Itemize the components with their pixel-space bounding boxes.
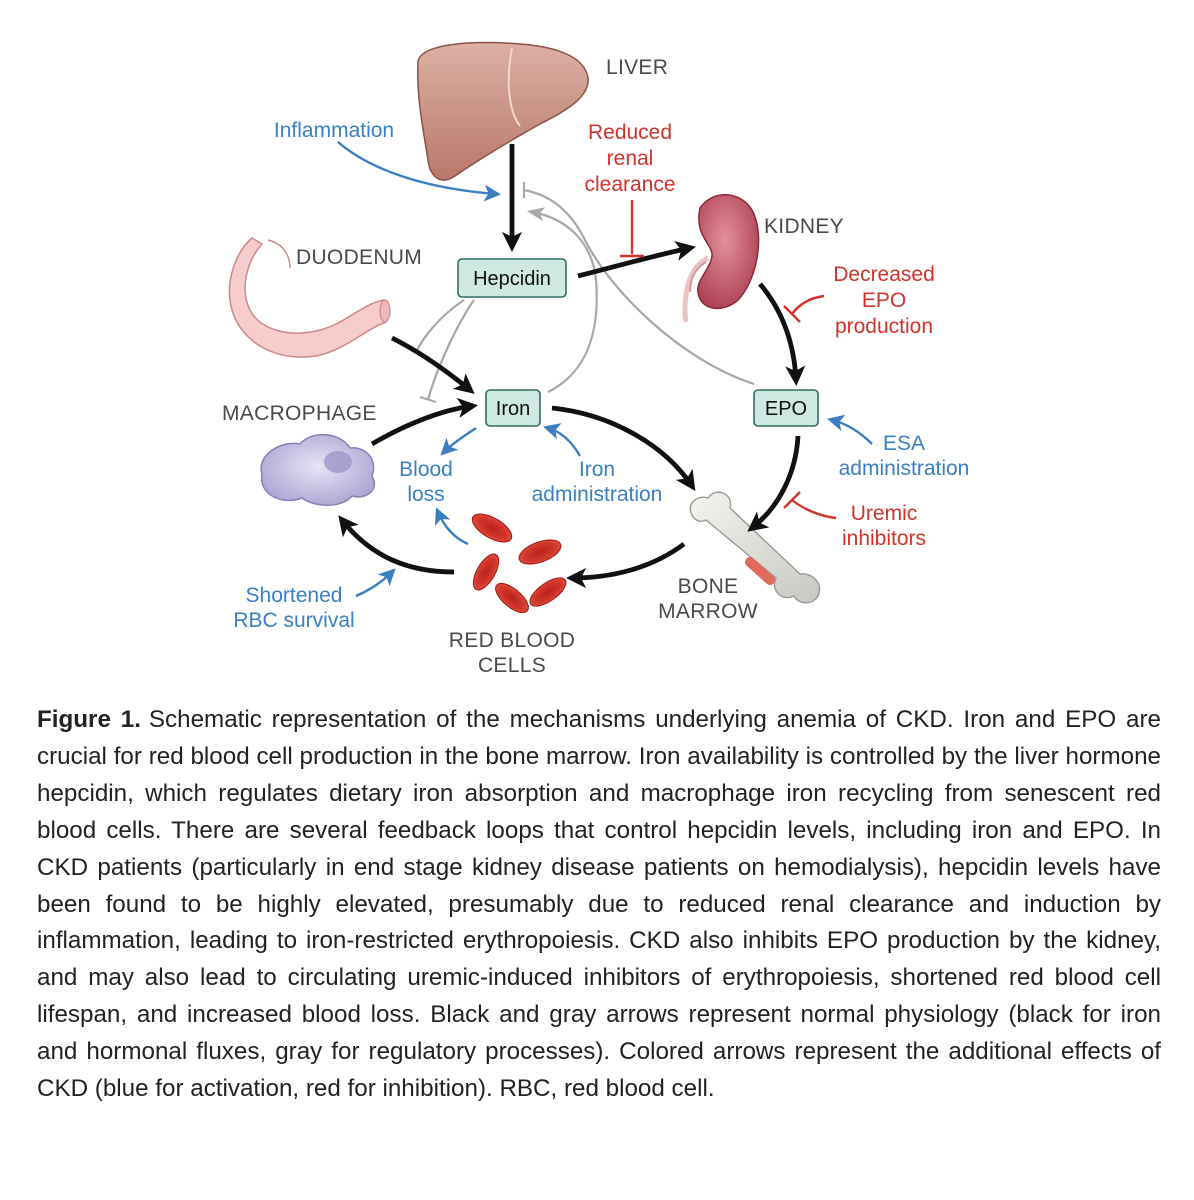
inflammation-label: Inflammation: [274, 119, 394, 142]
duodenum-to-iron-arrow: [390, 335, 475, 394]
epo-label: EPO: [765, 398, 807, 420]
bone-marrow-to-rbc-arrow: [565, 542, 686, 589]
reduced-clearance-label-line2: renal: [607, 147, 654, 170]
reduced-clearance-label-line1: Reduced: [588, 121, 672, 144]
decreased-epo-label-line3: production: [835, 315, 933, 338]
rbc-label-line2: CELLS: [478, 654, 546, 677]
inflammation-arrow: [337, 141, 502, 202]
duodenum-illustration: [228, 237, 391, 358]
decreased-epo-inhibition: [791, 294, 825, 315]
iron-box: Iron: [485, 389, 541, 427]
shortened-rbc-label-line1: Shortened: [246, 584, 343, 607]
iron-to-bone-marrow-arrow: [551, 405, 696, 492]
duodenum-label: DUODENUM: [296, 246, 422, 269]
kidney-label: KIDNEY: [764, 215, 844, 238]
bone-marrow-label-line2: MARROW: [658, 600, 758, 623]
iron-admin-label-line1: Iron: [579, 458, 615, 481]
epo-to-bone-marrow-arrow: [747, 435, 801, 532]
decreased-epo-label-line2: EPO: [862, 289, 906, 312]
epo-box: EPO: [753, 389, 819, 427]
caption-text: Schematic representation of the mechanis…: [37, 706, 1161, 1103]
iron-admin-label-line2: administration: [532, 483, 663, 506]
figure-caption: Figure 1.Schematic representation of the…: [37, 702, 1161, 1108]
anemia-ckd-diagram: Hepcidin Iron EPO LIVER KIDNEY DUODENUM …: [222, 41, 970, 677]
hepcidin-to-macrophage-inhibition: [426, 299, 475, 401]
macrophage-illustration: [260, 433, 375, 506]
bone-marrow-label-line1: BONE: [678, 575, 739, 598]
liver-illustration: [416, 41, 589, 181]
figure-number: Figure 1.: [37, 706, 141, 733]
hepcidin-to-duodenum-inhibition: [415, 299, 465, 353]
iron-label: Iron: [496, 398, 530, 420]
rbc-to-macrophage-arrow: [338, 515, 455, 575]
uremic-label-line2: inhibitors: [842, 527, 926, 550]
gray-regulatory-arrows: [408, 182, 755, 404]
bone-marrow-illustration: [689, 491, 821, 604]
red-inhibition-lines: [620, 200, 837, 520]
kidney-illustration: [682, 194, 760, 323]
reduced-clearance-label-line3: clearance: [584, 173, 675, 196]
red-blood-cells-illustration: [471, 513, 567, 614]
hepcidin-box: Hepcidin: [457, 258, 567, 298]
kidney-to-epo-arrow: [758, 282, 806, 387]
rbc-label-line1: RED BLOOD: [449, 629, 575, 652]
iron-administration-arrow: [543, 423, 582, 457]
shortened-rbc-label-line2: RBC survival: [233, 609, 354, 632]
uremic-inhibition: [791, 499, 837, 520]
macrophage-to-iron-arrow: [370, 397, 478, 447]
hepcidin-to-kidney-arrow: [577, 241, 696, 279]
decreased-epo-label-line1: Decreased: [833, 263, 935, 286]
blood-loss-arrow-from-rbc: [434, 507, 469, 546]
uremic-label-line1: Uremic: [851, 502, 918, 525]
macrophage-label: MACROPHAGE: [222, 402, 377, 425]
esa-label-line1: ESA: [883, 432, 925, 455]
blood-loss-arrow-from-iron: [440, 427, 477, 456]
esa-label-line2: administration: [839, 457, 970, 480]
shortened-rbc-arrow: [355, 568, 396, 598]
blood-loss-label-line1: Blood: [399, 458, 453, 481]
hepcidin-label: Hepcidin: [473, 268, 551, 290]
blood-loss-label-line2: loss: [407, 483, 444, 506]
esa-administration-arrow: [827, 414, 873, 445]
iron-to-hepcidin-stimulation: [526, 207, 598, 393]
liver-label: LIVER: [606, 56, 668, 79]
blue-activation-arrows: [337, 141, 873, 598]
black-flux-arrows: [338, 144, 806, 589]
epo-to-hepcidin-inhibition: [523, 188, 755, 386]
